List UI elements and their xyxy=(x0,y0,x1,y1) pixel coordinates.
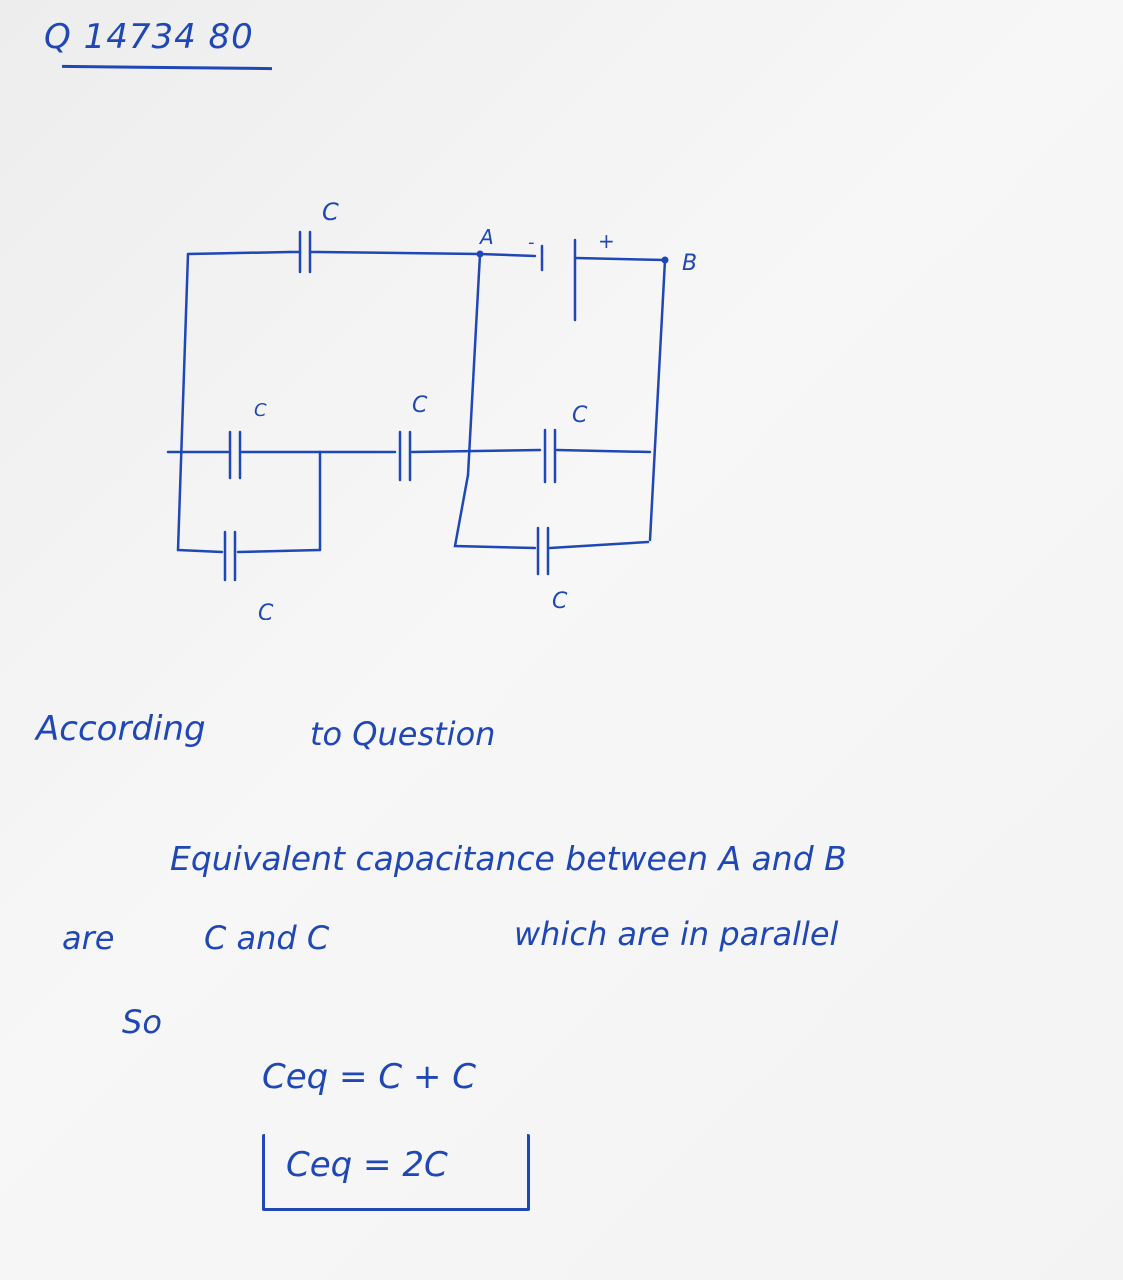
are-text: are xyxy=(62,919,115,957)
question-id: Q 14734 80 xyxy=(44,17,254,57)
equation-ceq-answer: Ceq = 2C xyxy=(286,1145,448,1185)
circuit-diagram: C A - + B C C C C C xyxy=(166,198,697,620)
label-mid-c1: C xyxy=(254,400,267,421)
wire-bottom-right-a xyxy=(453,473,537,550)
wire-mid-5 xyxy=(410,448,542,454)
wire-battery-to-b xyxy=(573,256,667,262)
wire-top-mid xyxy=(316,250,482,256)
wire-bottom-left xyxy=(176,548,224,554)
label-bot-c2: C xyxy=(552,589,568,614)
wire-mid-6 xyxy=(555,448,652,454)
so-text: So xyxy=(122,1003,162,1041)
label-plus: + xyxy=(598,229,615,253)
label-bot-c1: C xyxy=(258,601,274,620)
wire-a-vertical xyxy=(466,252,482,477)
according-text: According xyxy=(36,709,206,749)
question-id-underline xyxy=(61,64,273,71)
node-b-dot xyxy=(661,256,669,264)
which-are-in-parallel-text: which are in parallel xyxy=(514,915,839,953)
c-and-c-text: C and C xyxy=(204,919,330,957)
node-a-dot xyxy=(476,250,484,258)
label-node-a: A xyxy=(478,225,494,249)
wire-top-left xyxy=(186,250,292,256)
equivalent-capacitance-line: Equivalent capacitance between A and B xyxy=(170,839,847,878)
wire-a-to-battery xyxy=(478,252,537,258)
wire-left-vertical xyxy=(176,252,190,552)
label-minus: - xyxy=(528,232,535,253)
label-mid-c2: C xyxy=(412,393,428,418)
label-top-c: C xyxy=(322,198,339,226)
label-mid-c3: C xyxy=(572,403,588,428)
label-node-b: B xyxy=(682,251,697,276)
equation-ceq-sum: Ceq = C + C xyxy=(262,1057,476,1097)
wire-right-vertical xyxy=(648,258,667,542)
answer-box xyxy=(262,1134,530,1211)
to-question-text: to Question xyxy=(310,715,496,753)
